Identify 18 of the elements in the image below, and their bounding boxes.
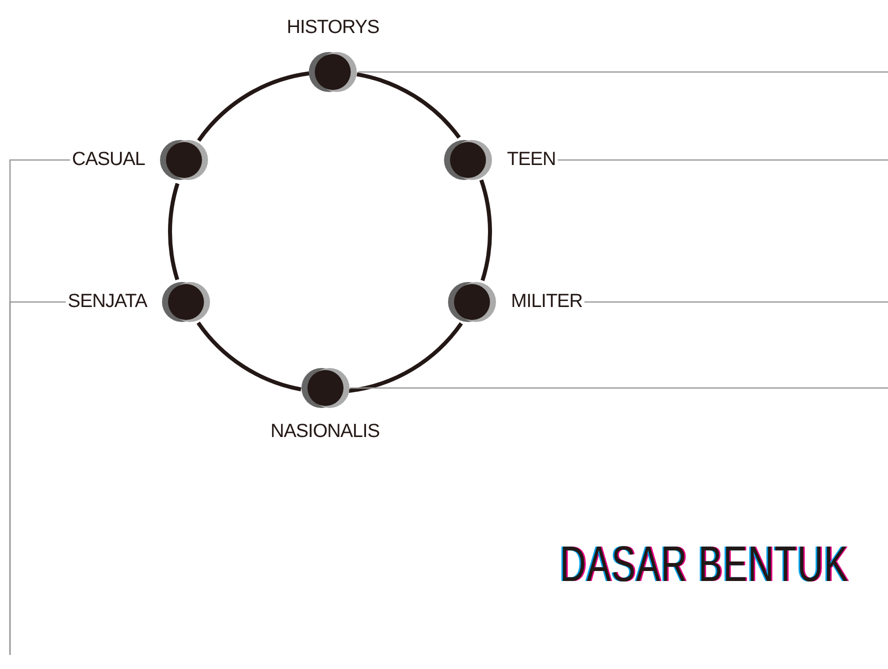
ring-arc (479, 179, 492, 281)
category-label: NASIONALIS (270, 421, 380, 443)
leader-line (9, 301, 66, 655)
leader-line (558, 159, 888, 161)
ring-arc (197, 71, 310, 142)
ring-arc (356, 72, 461, 139)
ring-arc (196, 321, 302, 392)
category-label: HISTORYS (286, 17, 380, 39)
ring-arc (348, 322, 463, 393)
leader-line (584, 301, 888, 303)
leader-line (350, 387, 888, 389)
category-label: MILITER (511, 291, 582, 313)
title: DASAR BENTUK (560, 535, 849, 593)
category-label: TEEN (507, 149, 556, 171)
leader-line (358, 71, 888, 73)
category-label: CASUAL (72, 149, 145, 171)
category-label: SENJATA (68, 291, 147, 313)
ring-arc (168, 183, 180, 280)
